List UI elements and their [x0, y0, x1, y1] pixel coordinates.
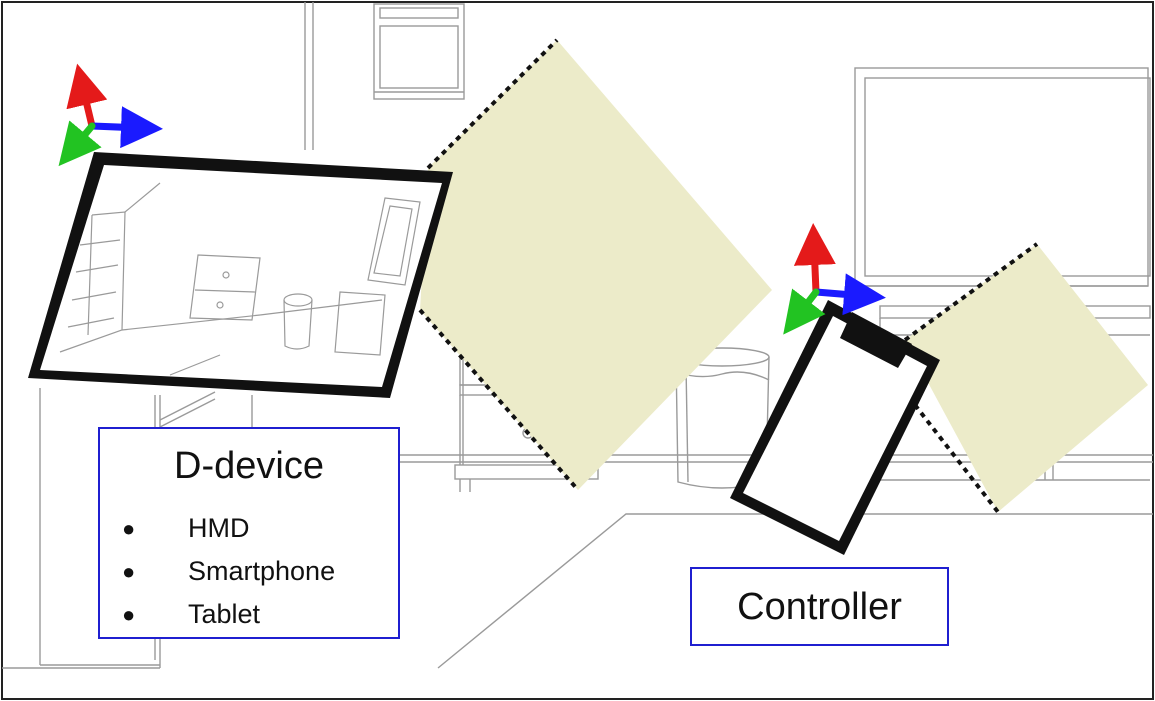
list-item: ● HMD [122, 507, 335, 550]
tablet-device [28, 152, 453, 398]
list-item: ● Tablet [122, 593, 335, 636]
controller-fov-edges [903, 242, 1039, 514]
ddevice-label-box: D-device ● HMD ● Smartphone ● Tablet [98, 427, 400, 639]
controller-fov [905, 244, 1148, 512]
ddevice-fov-edges [418, 38, 580, 492]
xyz-axes-icon [783, 223, 886, 335]
list-item-label: HMD [188, 513, 250, 543]
bullet-icon: ● [122, 558, 136, 584]
list-item-label: Smartphone [188, 556, 336, 586]
ddevice-title: D-device [174, 445, 324, 487]
ddevice-fov [420, 40, 772, 490]
controller-label: Controller [737, 586, 902, 628]
xyz-axes-icon [58, 63, 163, 167]
bullet-icon: ● [122, 601, 136, 627]
list-item-label: Tablet [188, 599, 261, 629]
ddevice-list: ● HMD ● Smartphone ● Tablet [122, 507, 335, 636]
list-item: ● Smartphone [122, 550, 335, 593]
tablet-screen-scene [59, 182, 421, 376]
bullet-icon: ● [122, 515, 136, 541]
controller-label-box: Controller [690, 567, 949, 646]
controller-device [730, 300, 940, 555]
